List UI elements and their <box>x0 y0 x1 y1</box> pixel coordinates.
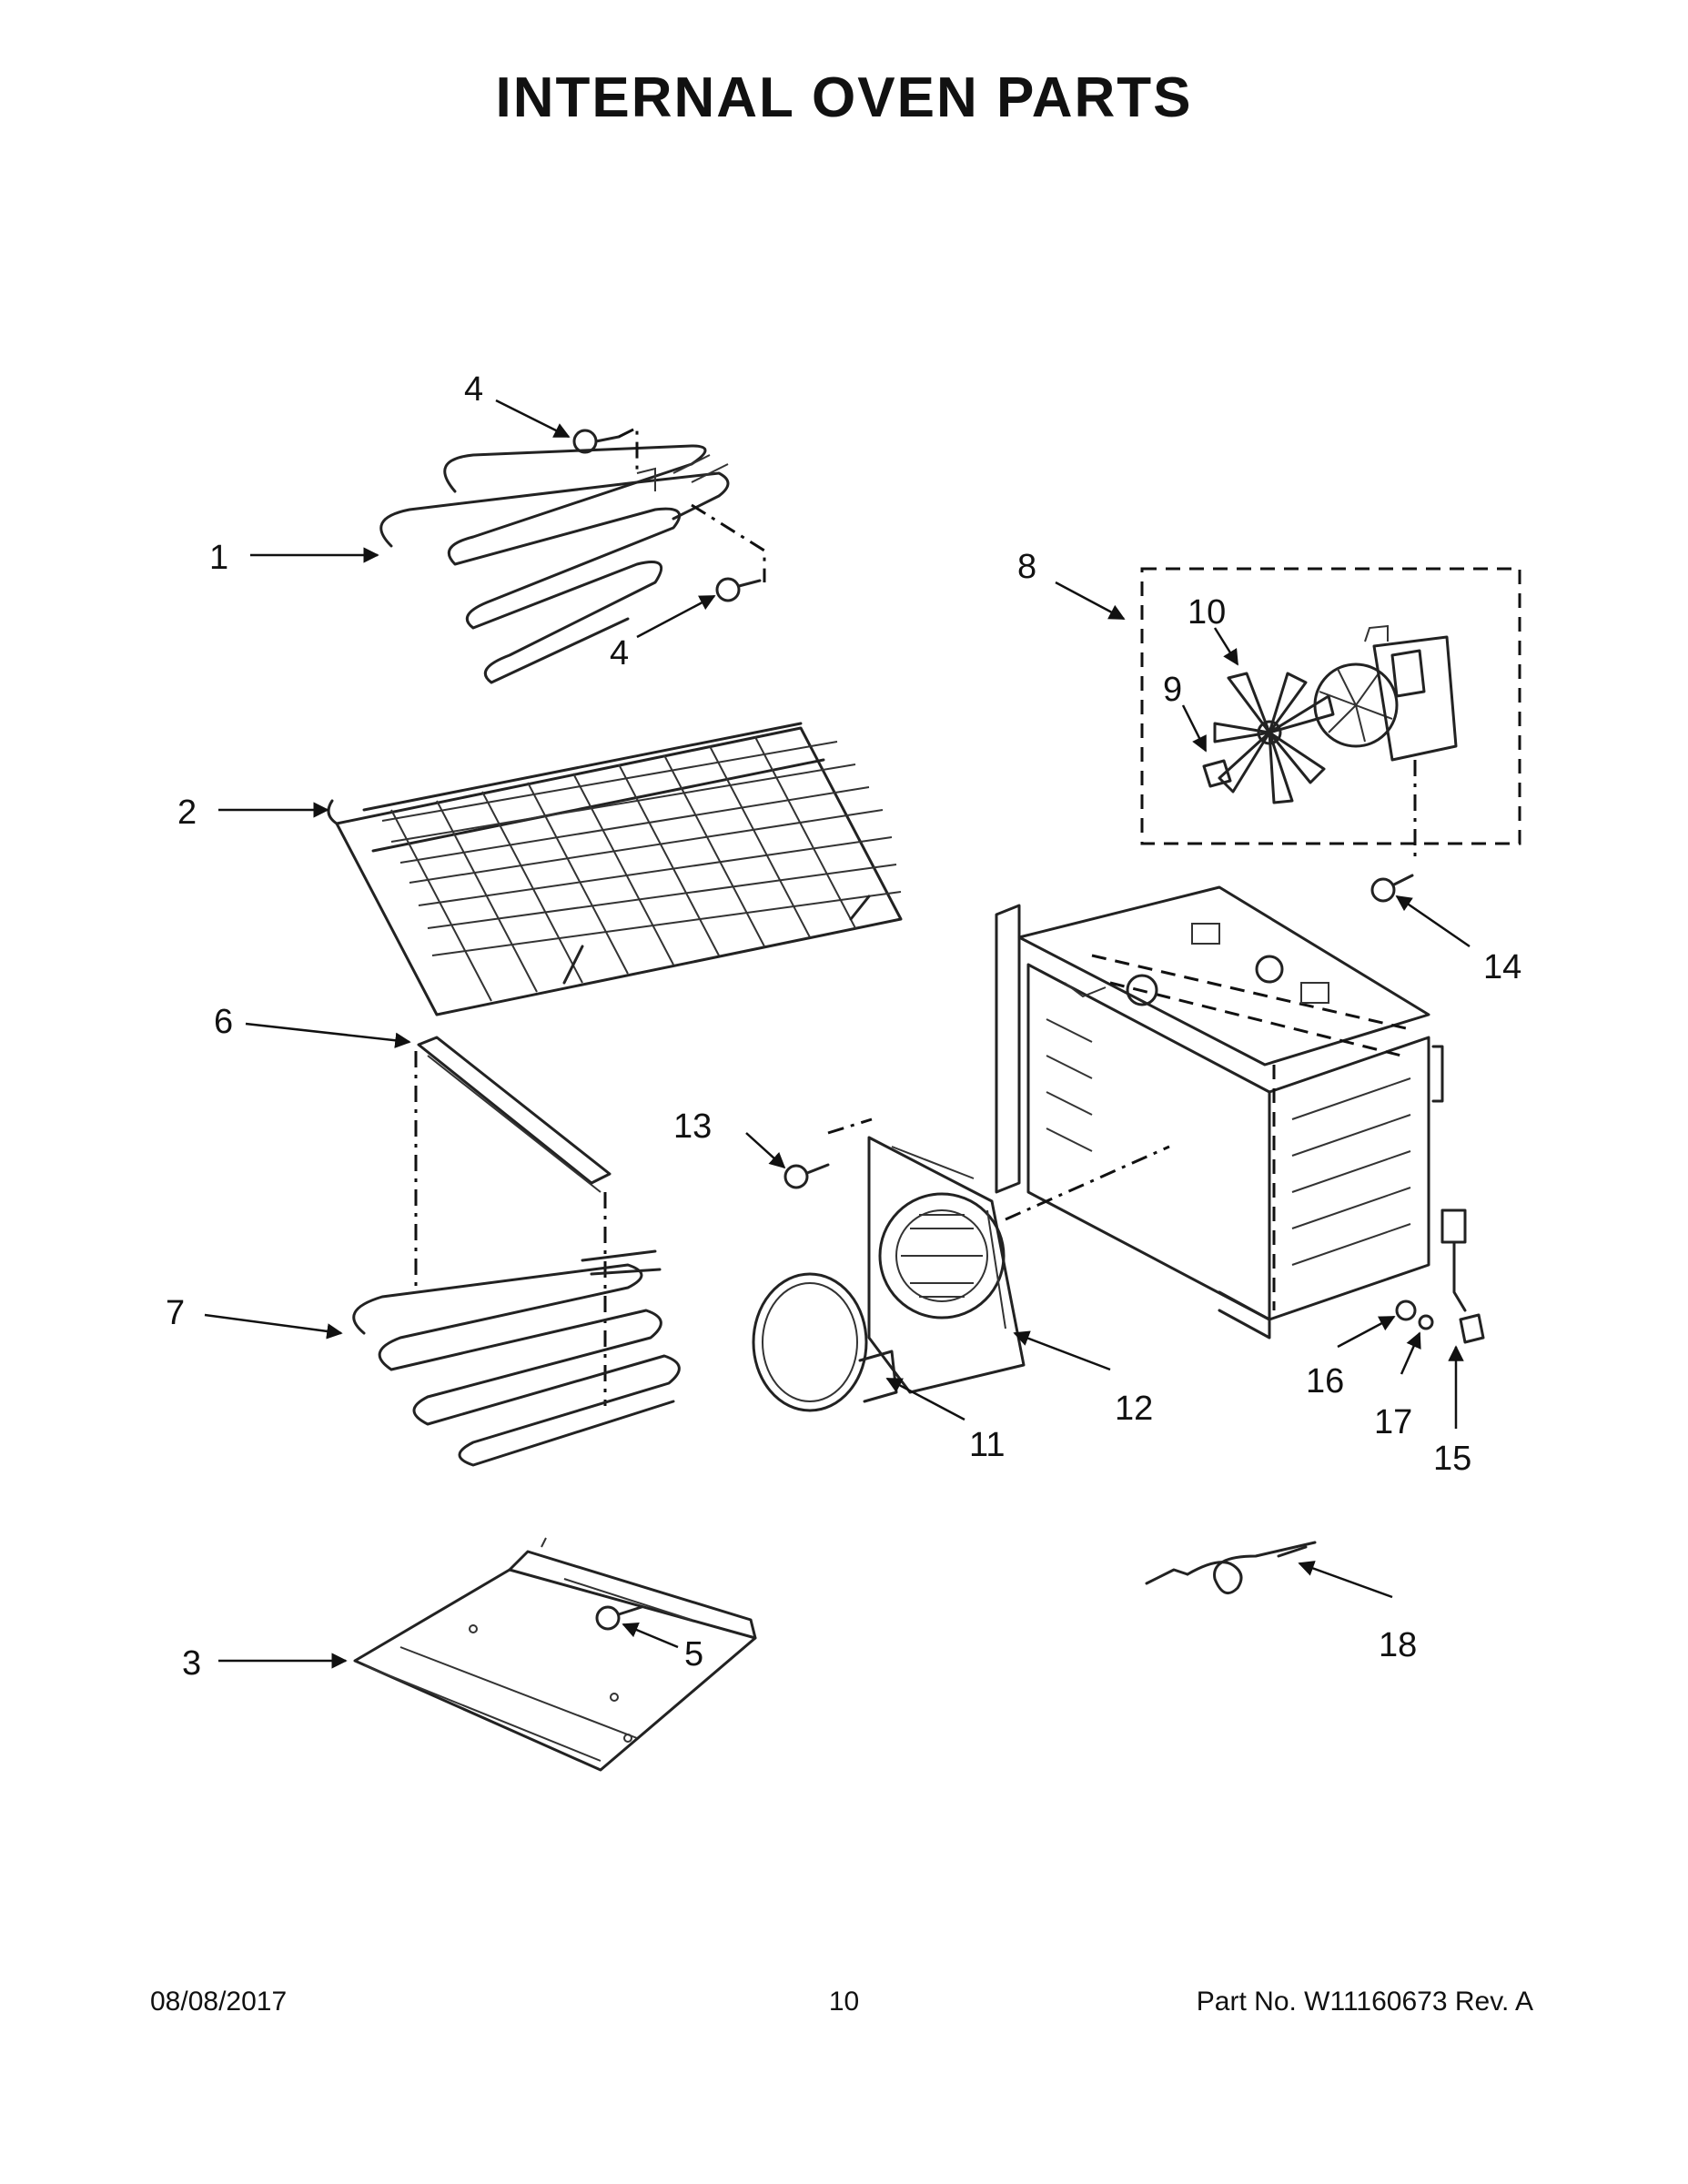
footer-part-number: Part No. W11160673 Rev. A <box>1196 1987 1533 2017</box>
callout-1: 1 <box>209 539 228 577</box>
sensor-washer <box>1418 1314 1434 1330</box>
callout-8: 8 <box>1017 548 1036 586</box>
callout-9: 9 <box>1163 671 1182 709</box>
convection-fan-blade <box>1213 672 1335 804</box>
callout-7: 7 <box>166 1294 185 1332</box>
oven-rack <box>327 722 903 1016</box>
broil-element <box>379 444 730 684</box>
footer-date: 08/08/2017 <box>150 1987 288 2017</box>
fan-nut <box>1202 759 1232 788</box>
screw-icon-motor <box>1370 874 1414 903</box>
callout-14: 14 <box>1483 948 1521 986</box>
screw-icon-top <box>572 429 621 454</box>
screw-icon-rear <box>783 1163 830 1189</box>
screw-icon-cover <box>595 1605 643 1631</box>
connection-dashline-13 <box>827 1117 1170 1221</box>
convection-element <box>752 1272 898 1412</box>
connection-dashline-6 <box>414 1051 607 1406</box>
callout-6: 6 <box>214 1003 233 1041</box>
oven-cavity <box>995 885 1444 1340</box>
fan-cover-panel <box>867 1136 1026 1394</box>
screw-icon-lower <box>715 577 762 602</box>
callout-2: 2 <box>177 794 197 832</box>
callout-18: 18 <box>1379 1626 1417 1664</box>
callout-3: 3 <box>182 1644 201 1683</box>
callout-16: 16 <box>1306 1362 1344 1400</box>
meat-probe <box>1145 1541 1317 1595</box>
fan-motor-assembly-box <box>1140 567 1521 845</box>
callout-17: 17 <box>1374 1403 1412 1441</box>
footer-page-number: 10 <box>828 1987 860 2017</box>
lower-cover-panel <box>353 1537 757 1772</box>
callout-12: 12 <box>1115 1390 1153 1428</box>
element-shield <box>417 1036 612 1193</box>
callout-5: 5 <box>684 1635 703 1673</box>
callout-10: 10 <box>1188 593 1226 632</box>
callout-13: 13 <box>673 1107 712 1146</box>
fan-motor <box>1313 624 1458 762</box>
temperature-sensor <box>1440 1208 1485 1344</box>
page-title: INTERNAL OVEN PARTS <box>495 66 1193 129</box>
callout-labels: 4 1 4 2 3 5 6 7 8 9 10 11 12 13 14 15 16… <box>166 370 1521 1683</box>
callout-4-top: 4 <box>464 370 483 409</box>
callout-15: 15 <box>1433 1440 1471 1478</box>
bake-element <box>352 1249 681 1467</box>
callout-11: 11 <box>969 1426 1005 1464</box>
sensor-nut <box>1395 1299 1417 1321</box>
leader-arrows <box>204 399 1471 1669</box>
connection-dashline-1 <box>618 425 766 582</box>
callout-4-lower: 4 <box>610 634 629 672</box>
